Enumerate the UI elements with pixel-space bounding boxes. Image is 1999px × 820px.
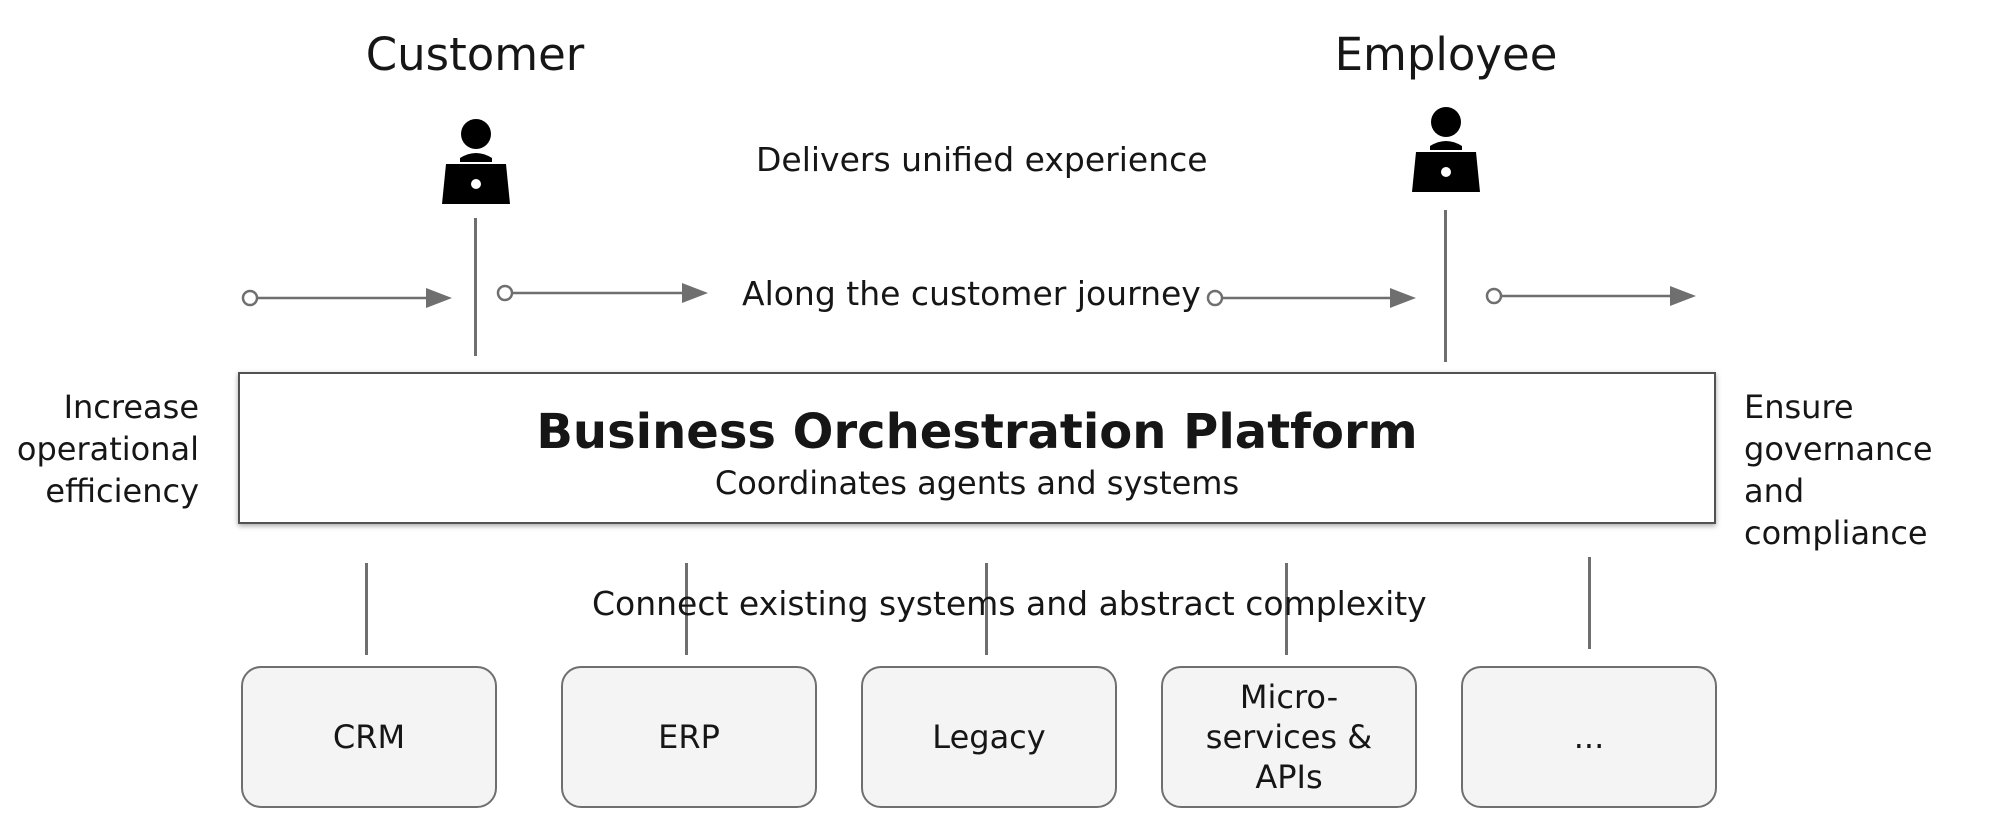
other-connector	[1588, 557, 1591, 649]
connect-caption: Connect existing systems and abstract co…	[592, 584, 1427, 623]
system-box-legacy: Legacy	[861, 666, 1117, 808]
platform-title: Business Orchestration Platform	[536, 404, 1418, 460]
right-side-line: Ensure	[1744, 388, 1854, 426]
experience-caption: Delivers unified experience	[756, 140, 1208, 179]
system-label: ERP	[658, 718, 720, 756]
system-label: APIs	[1255, 758, 1323, 796]
flow-arrow-icon	[241, 289, 428, 307]
system-box-crm: CRM	[241, 666, 497, 808]
employee-label: Employee	[1334, 28, 1558, 81]
platform-subtitle: Coordinates agents and systems	[714, 464, 1240, 502]
customer-label: Customer	[365, 28, 585, 81]
left-side-line: Increase	[63, 388, 199, 426]
journey-caption: Along the customer journey	[742, 274, 1201, 313]
system-box-erp: ERP	[561, 666, 817, 808]
left-side-line: operational	[16, 430, 199, 468]
customer-person-icon	[442, 119, 510, 204]
system-box-microservices: Micro- services & APIs	[1161, 666, 1417, 808]
erp-connector	[685, 563, 688, 655]
orchestration-platform-box: Business Orchestration Platform Coordina…	[238, 372, 1716, 524]
system-box-other: ...	[1461, 666, 1717, 808]
left-side-text: Increase operational efficiency	[0, 386, 199, 512]
legacy-connector	[985, 563, 988, 655]
system-label: Micro-	[1239, 678, 1339, 716]
journey-arrows	[241, 283, 1696, 308]
customer-connector	[474, 218, 477, 356]
employee-connector	[1444, 210, 1447, 362]
employee-person-icon	[1412, 107, 1480, 192]
crm-connector	[365, 563, 368, 655]
system-label: ...	[1573, 718, 1605, 756]
system-label: services &	[1205, 718, 1373, 756]
system-label: Legacy	[932, 718, 1046, 756]
right-side-line: governance and	[1744, 430, 1933, 510]
system-label: CRM	[332, 718, 406, 756]
left-side-line: efficiency	[45, 472, 199, 510]
right-side-text: Ensure governance and compliance	[1744, 386, 1999, 554]
right-side-line: compliance	[1744, 514, 1928, 552]
microservices-connector	[1285, 563, 1288, 655]
